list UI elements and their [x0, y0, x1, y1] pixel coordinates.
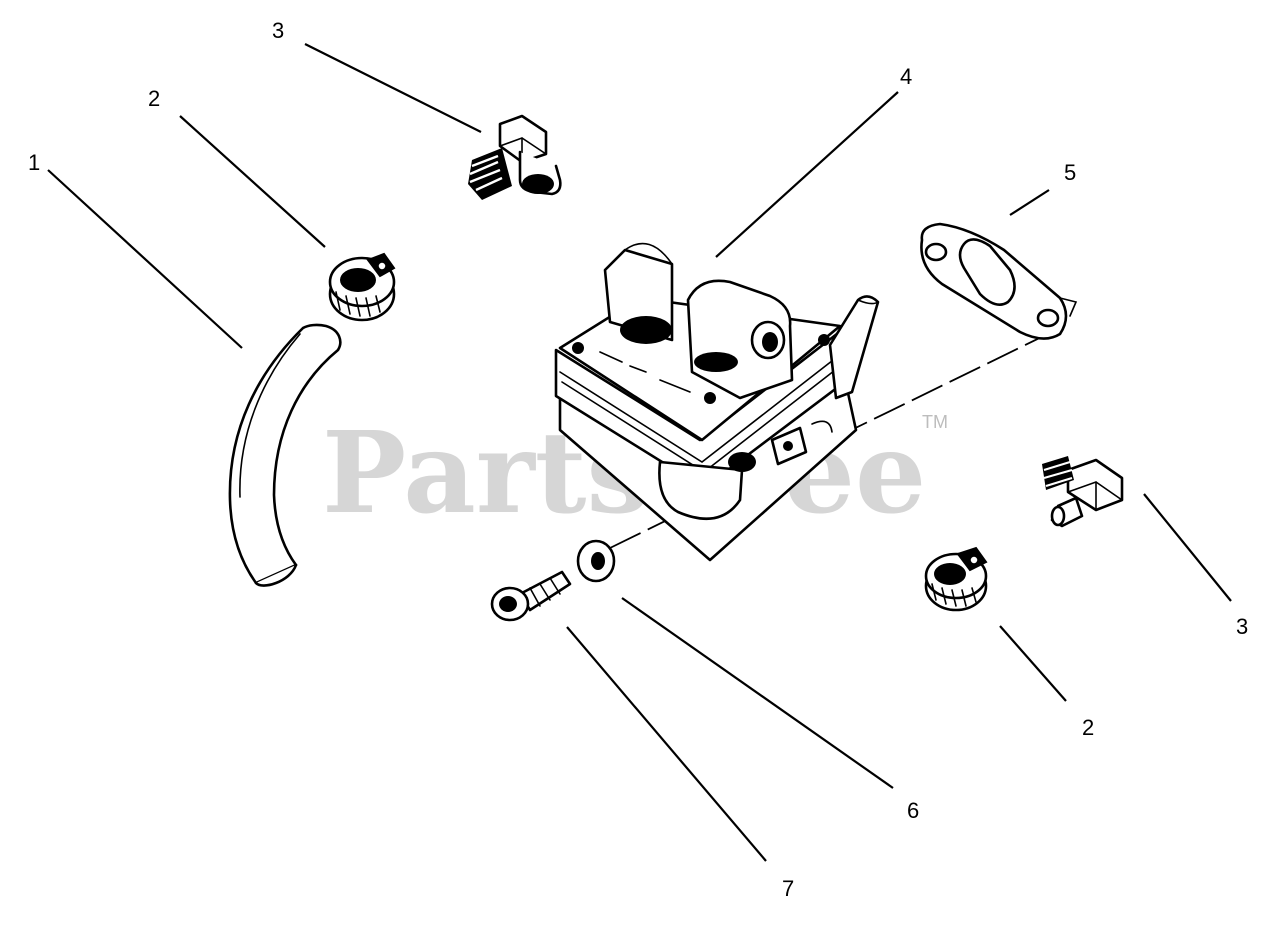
leader-line-4 [715, 91, 899, 258]
leader-line-5 [1009, 189, 1050, 216]
leader-line-1 [47, 169, 243, 349]
hose-clamp-part-2a [328, 252, 396, 322]
leader-line-2a [179, 115, 326, 248]
leader-line-2b [999, 625, 1067, 702]
callout-label-2a: 2 [148, 86, 160, 111]
washer-part-6 [576, 539, 616, 583]
elbow-fitting-part-3a [468, 114, 562, 200]
fuel-hose-part-1 [228, 323, 342, 587]
callout-label-5: 5 [1064, 160, 1076, 185]
screw-part-7 [490, 570, 572, 622]
leader-line-3b [1143, 493, 1232, 602]
callout-label-1: 1 [28, 150, 40, 175]
callout-label-2b: 2 [1082, 715, 1094, 740]
elbow-fitting-part-3b [1042, 456, 1124, 528]
gasket-part-5 [920, 222, 1078, 340]
leader-line-7 [566, 626, 767, 862]
callout-labels: 1 2 3 4 5 3 2 6 7 [28, 18, 1248, 901]
fuel-pump-part-4 [554, 242, 880, 562]
callout-label-3b: 3 [1236, 614, 1248, 639]
hose-clamp-part-2b [924, 546, 988, 612]
callout-label-6: 6 [907, 798, 919, 823]
callout-label-4: 4 [900, 64, 912, 89]
callout-label-7: 7 [782, 876, 794, 901]
watermark-trademark: TM [922, 412, 948, 432]
leader-line-6 [621, 597, 894, 789]
leader-lines [47, 43, 1232, 862]
leader-line-3a [304, 43, 482, 133]
callout-label-3a: 3 [272, 18, 284, 43]
